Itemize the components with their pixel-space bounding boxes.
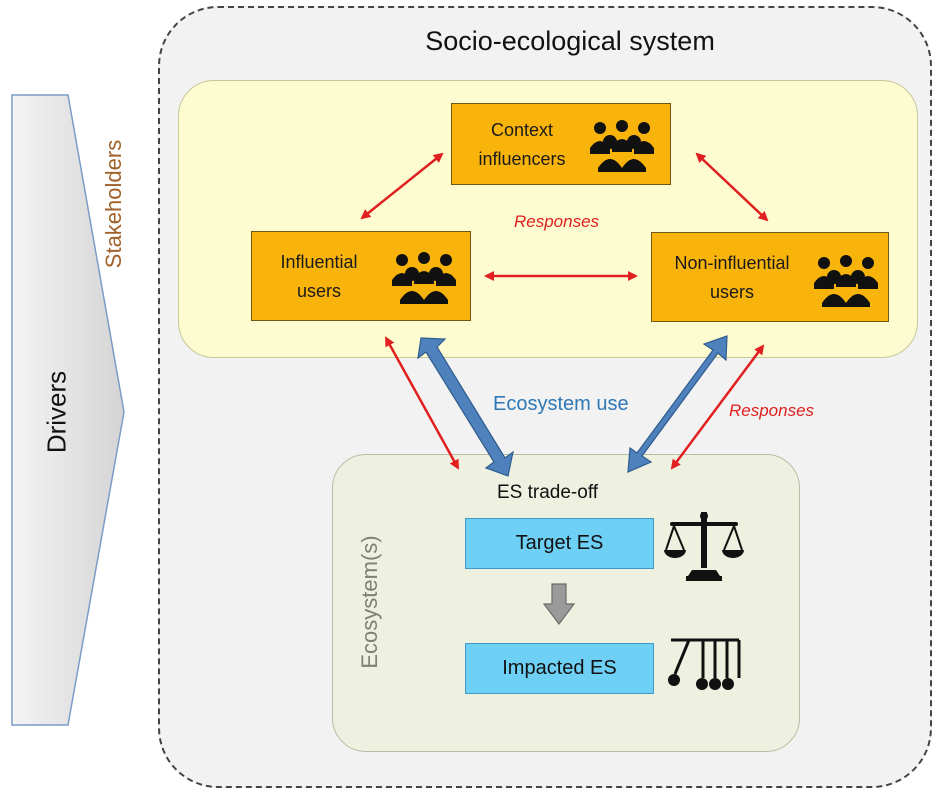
non-influential-users-line2: users bbox=[709, 282, 754, 302]
influential-users-line2: users bbox=[296, 281, 341, 301]
arrow-context-influential bbox=[360, 152, 444, 220]
group-people-icon bbox=[814, 255, 878, 307]
ecosystem-use-label: Ecosystem use bbox=[493, 393, 629, 415]
non-influential-users-box: Non-influential users bbox=[651, 232, 889, 322]
responses-label-top: Responses bbox=[514, 212, 600, 231]
drivers-chevron bbox=[11, 94, 125, 726]
target-es-label: Target ES bbox=[515, 532, 604, 554]
arrow-context-noninfluential bbox=[695, 152, 769, 222]
context-influencers-label: Context influencers bbox=[462, 116, 582, 174]
impacted-es-box: Impacted ES bbox=[465, 643, 654, 694]
influential-users-label: Influential users bbox=[256, 248, 382, 306]
es-tradeoff-label: ES trade-off bbox=[497, 482, 599, 503]
non-influential-users-line1: Non-influential bbox=[674, 253, 790, 273]
arrow-noninfluential-ecosystem bbox=[670, 344, 765, 470]
blue-arrow-left bbox=[417, 337, 514, 477]
impacted-es-label: Impacted ES bbox=[502, 657, 617, 679]
influential-users-line1: Influential bbox=[280, 252, 358, 272]
system-title: Socio-ecological system bbox=[425, 26, 715, 56]
newtons-cradle-icon bbox=[668, 638, 741, 690]
group-people-icon bbox=[392, 252, 456, 304]
balance-scale-icon bbox=[664, 512, 744, 581]
context-influencers-box: Context influencers bbox=[451, 103, 671, 185]
context-influencers-line2: influencers bbox=[478, 149, 566, 169]
responses-label-right: Responses bbox=[729, 401, 815, 420]
target-es-box: Target ES bbox=[465, 518, 654, 569]
influential-users-box: Influential users bbox=[251, 231, 471, 321]
context-influencers-line1: Context bbox=[490, 120, 554, 140]
non-influential-users-label: Non-influential users bbox=[658, 249, 806, 307]
blue-arrow-right bbox=[627, 335, 728, 473]
group-people-icon bbox=[590, 120, 654, 172]
grey-down-arrow bbox=[542, 583, 576, 625]
arrow-influential-ecosystem bbox=[384, 336, 460, 470]
